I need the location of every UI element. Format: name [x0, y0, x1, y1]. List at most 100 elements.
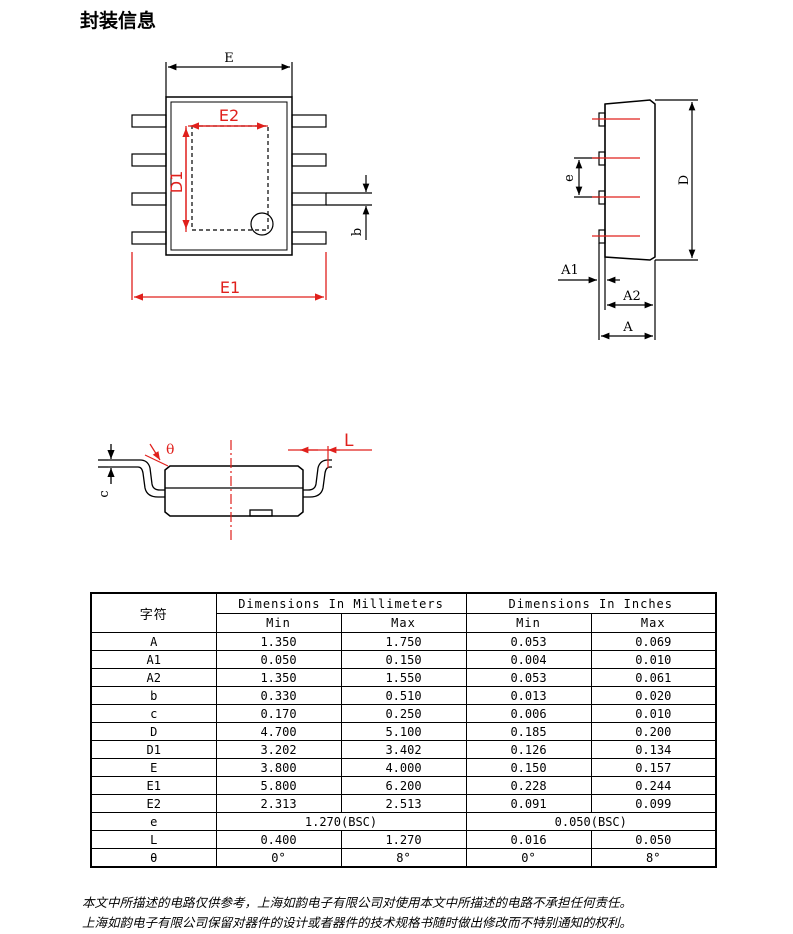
cell-mm-min: 0.170 [215, 704, 342, 723]
cell-mm-max: 1.550 [340, 668, 467, 687]
cell-mm-max: 5.100 [340, 722, 467, 741]
label-L: L [344, 431, 354, 451]
cell-in-max: 0.134 [590, 740, 717, 759]
cell-mm-max: 0.150 [340, 650, 467, 669]
package-drawing: E b E2 D1 E1 [97, 51, 698, 540]
page-title: 封装信息 [80, 10, 157, 32]
cell-in-min: 0.006 [465, 704, 592, 723]
label-E: E [224, 51, 234, 66]
cell-in-min: 0.053 [465, 668, 592, 687]
cell-mm-min: 0.400 [215, 830, 342, 849]
symbol-header: 字符 [90, 592, 217, 633]
disclaimer-line-1: 本文中所描述的电路仅供参考，上海如韵电子有限公司对使用本文中所描述的电路不承担任… [82, 895, 633, 910]
table-subheader-row: Min Max Min Max [91, 613, 717, 633]
cell-mm-max: 0.510 [340, 686, 467, 705]
cell-in-min: 0.004 [465, 650, 592, 669]
cell-in-max: 0.020 [590, 686, 717, 705]
cell-symbol: D [90, 722, 217, 741]
label-e: e [562, 174, 577, 182]
cell-mm-max: 3.402 [340, 740, 467, 759]
top-view [131, 62, 372, 256]
cell-in-max: 0.010 [590, 650, 717, 669]
label-E1: E1 [220, 278, 240, 297]
cell-in-min: 0.126 [465, 740, 592, 759]
cell-mm-min: 5.800 [215, 776, 342, 795]
cell-in-max: 0.157 [590, 758, 717, 777]
cell-in-max: 0.061 [590, 668, 717, 687]
label-A: A [622, 320, 633, 335]
cell-in-min: 0.016 [465, 830, 592, 849]
cell-symbol: b [90, 686, 217, 705]
label-A2: A2 [622, 289, 641, 304]
mm-group-header: Dimensions In Millimeters [215, 592, 467, 614]
cell-in-min: 0.185 [465, 722, 592, 741]
cell-mm-max: 0.250 [340, 704, 467, 723]
table-row-e: e 1.270(BSC) 0.050(BSC) [90, 812, 717, 831]
cell-symbol: D1 [90, 740, 217, 759]
cell-in-max: 8° [590, 848, 717, 868]
label-theta: θ [166, 442, 174, 458]
label-c: c [97, 490, 112, 497]
cell-mm-min: 2.313 [215, 794, 342, 813]
cell-mm-max: 1.750 [340, 632, 467, 651]
in-min-header: Min [465, 613, 592, 633]
table-row-theta: θ 0° 8° 0° 8° [90, 848, 717, 868]
cell-mm-min: 0.050 [215, 650, 342, 669]
label-D: D [677, 175, 692, 185]
cell-in-bsc: 0.050(BSC) [465, 812, 717, 831]
cell-mm-max: 6.200 [340, 776, 467, 795]
cell-mm-min: 0.330 [215, 686, 342, 705]
side-view-red-marks [592, 118, 640, 237]
side-view [558, 99, 698, 340]
cell-symbol: E1 [90, 776, 217, 795]
cell-symbol: E [90, 758, 217, 777]
cell-in-max: 0.200 [590, 722, 717, 741]
front-view [98, 444, 332, 517]
cell-in-max: 0.099 [590, 794, 717, 813]
cell-in-min: 0.091 [465, 794, 592, 813]
cell-symbol: e [90, 812, 217, 831]
cell-mm-min: 4.700 [215, 722, 342, 741]
cell-mm-max: 1.270 [340, 830, 467, 849]
cell-symbol: θ [90, 848, 217, 868]
cell-in-min: 0° [465, 848, 592, 868]
label-E2: E2 [219, 106, 239, 125]
cell-symbol: A2 [90, 668, 217, 687]
cell-mm-min: 3.202 [215, 740, 342, 759]
cell-mm-max: 2.513 [340, 794, 467, 813]
cell-in-max: 0.244 [590, 776, 717, 795]
label-D1: D1 [167, 171, 186, 194]
cell-in-max: 0.069 [590, 632, 717, 651]
cell-in-max: 0.010 [590, 704, 717, 723]
cell-symbol: A [90, 632, 217, 651]
cell-symbol: E2 [90, 794, 217, 813]
cell-mm-bsc: 1.270(BSC) [215, 812, 467, 831]
cell-mm-min: 1.350 [215, 668, 342, 687]
front-view-red-dims [144, 443, 372, 468]
mm-max-header: Max [340, 613, 467, 633]
top-view-red-dims [131, 122, 327, 301]
in-max-header: Max [590, 613, 717, 633]
cell-mm-max: 4.000 [340, 758, 467, 777]
label-A1: A1 [560, 263, 579, 278]
cell-in-min: 0.150 [465, 758, 592, 777]
table-header-row: 字符 Dimensions In Millimeters Dimensions … [90, 592, 717, 633]
cell-mm-min: 1.350 [215, 632, 342, 651]
cell-mm-min: 0° [215, 848, 342, 868]
dimensions-table: 字符 Dimensions In Millimeters Dimensions … [90, 592, 717, 868]
disclaimer-line-2: 上海如韵电子有限公司保留对器件的设计或者器件的技术规格书随时做出修改而不特别通知… [82, 915, 633, 930]
mm-min-header: Min [215, 613, 342, 633]
inch-group-header: Dimensions In Inches [465, 592, 717, 614]
cell-in-min: 0.228 [465, 776, 592, 795]
cell-in-min: 0.053 [465, 632, 592, 651]
